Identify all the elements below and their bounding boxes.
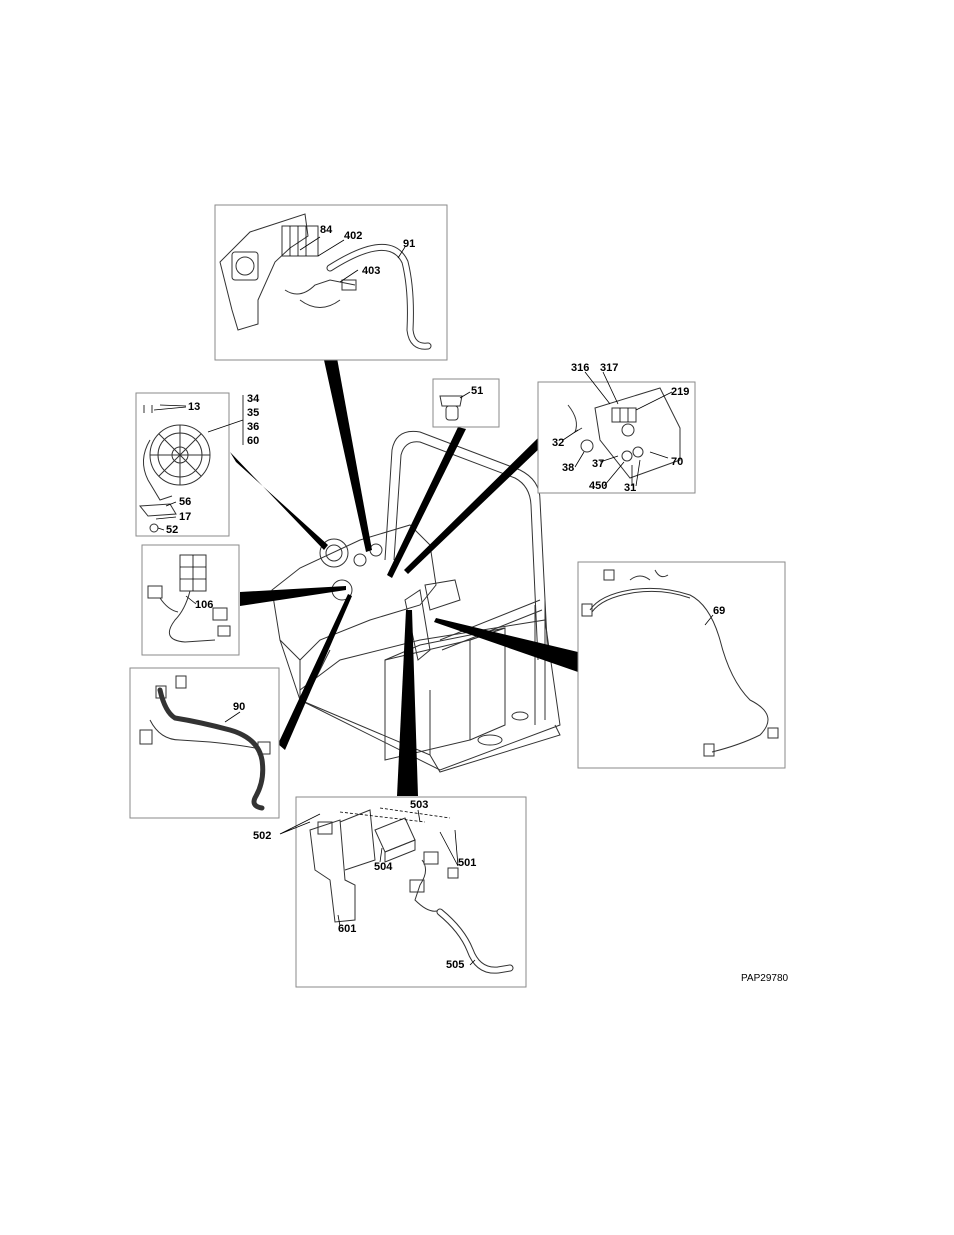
callout-13: 13	[188, 401, 200, 413]
callout-38: 38	[562, 462, 574, 474]
callout-52: 52	[166, 524, 178, 536]
callout-601: 601	[338, 923, 356, 935]
callout-70: 70	[671, 456, 683, 468]
detail-switch-harness: 106	[141, 544, 240, 656]
callout-90: 90	[233, 701, 245, 713]
callout-60: 60	[247, 435, 259, 447]
callout-450: 450	[589, 480, 607, 492]
callout-84: 84	[320, 224, 333, 236]
callout-503: 503	[410, 799, 428, 811]
detail-instrument-panel: 84 402 403 91	[214, 204, 448, 361]
callout-505: 505	[446, 959, 464, 971]
callout-502: 502	[253, 830, 271, 842]
callout-32: 32	[552, 437, 564, 449]
wedge-switch-harness	[240, 586, 346, 606]
callout-17: 17	[179, 511, 191, 523]
callout-402: 402	[344, 230, 362, 242]
drawing-reference-number: PAP29780	[741, 973, 789, 984]
detail-harness-69: 69	[577, 561, 786, 769]
callout-51: 51	[471, 385, 483, 397]
detail-ignition-key: 51	[432, 378, 500, 428]
callout-91: 91	[403, 238, 415, 250]
detail-switch-panel: 316 317 219 32 38 37 70 450 31	[537, 362, 696, 494]
callout-504: 504	[374, 861, 393, 873]
callout-219: 219	[671, 386, 689, 398]
wedge-instrument-panel	[324, 358, 372, 552]
leader-wedges	[230, 358, 578, 796]
callout-36: 36	[247, 421, 259, 433]
wedge-harness-69	[434, 618, 578, 672]
wedge-ignition-key	[387, 427, 466, 578]
callout-69: 69	[713, 605, 725, 617]
wedge-switch-panel	[404, 438, 542, 574]
wedge-bracket-assembly	[397, 610, 418, 796]
callout-317: 317	[600, 362, 618, 374]
callout-316: 316	[571, 362, 589, 374]
callout-56: 56	[179, 496, 191, 508]
callout-501: 501	[458, 857, 476, 869]
callout-403: 403	[362, 265, 380, 277]
wedge-harness-90	[278, 594, 352, 750]
callout-37: 37	[592, 458, 604, 470]
main-cab-assembly	[271, 430, 561, 773]
callout-35: 35	[247, 407, 259, 419]
callout-31: 31	[624, 482, 636, 494]
detail-fan: 13 34 35 36 60 56 17 52	[135, 392, 260, 537]
wedge-fan	[230, 452, 328, 550]
detail-bracket-assembly: 503 502 501 504 601 505	[253, 796, 527, 988]
callout-106: 106	[195, 599, 213, 611]
detail-harness-90: 90	[129, 667, 280, 819]
callout-34: 34	[247, 393, 260, 405]
